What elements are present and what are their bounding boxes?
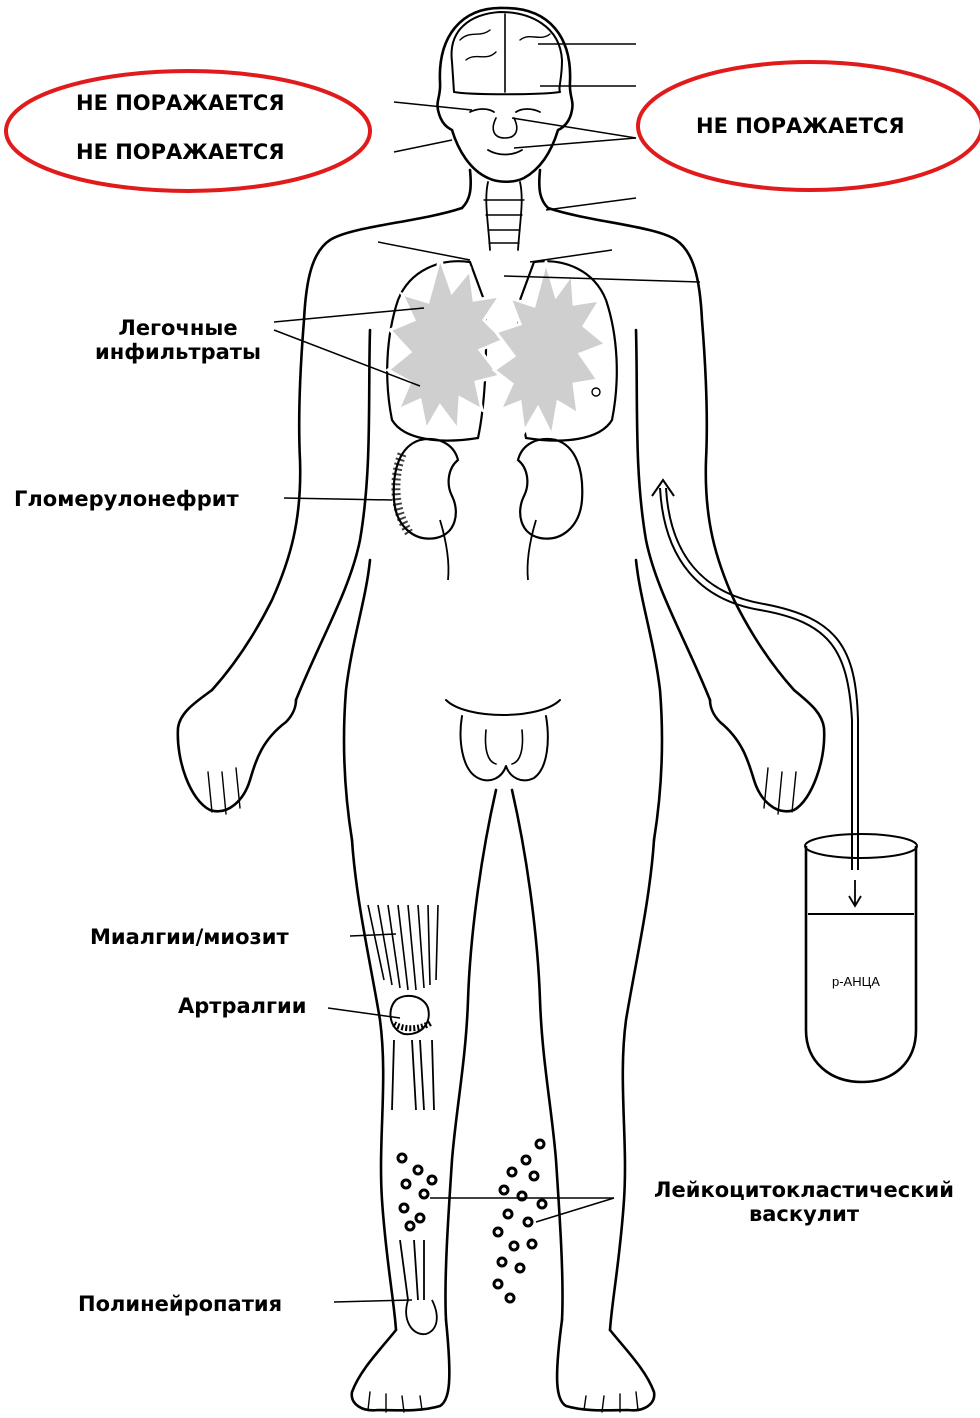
label-arthralgia: Артралгии: [178, 994, 306, 1018]
test-tube: [805, 834, 917, 1082]
label-tube: р-АНЦА: [832, 974, 880, 989]
label-not-affected-mouth: НЕ ПОРАЖАЕТСЯ: [696, 114, 905, 138]
label-polyneuropathy: Полинейропатия: [78, 1292, 282, 1316]
label-vasculitis-line1: Лейкоцитокластический: [628, 1178, 980, 1202]
label-lung-infiltrates: Легочные инфильтраты: [78, 316, 278, 364]
label-myalgia: Миалгии/миозит: [90, 925, 289, 949]
left-red-ellipse: [6, 71, 370, 191]
label-vasculitis: Лейкоцитокластический васкулит: [628, 1178, 980, 1226]
label-vasculitis-line2: васкулит: [628, 1202, 980, 1226]
catheter: [652, 480, 861, 906]
label-glomerulonephritis: Гломерулонефрит: [14, 487, 239, 511]
right-lung-lesion: [494, 262, 606, 436]
lung-lesions: [388, 258, 606, 436]
label-lung-line2: инфильтраты: [78, 340, 278, 364]
label-lung-line1: Легочные: [78, 316, 278, 340]
left-lung-lesion: [388, 258, 504, 430]
label-not-affected-nose: НЕ ПОРАЖАЕТСЯ: [76, 91, 285, 115]
vasculitis-spots: [398, 1140, 546, 1302]
leg-details: [368, 905, 438, 1334]
kidneys: [394, 439, 583, 580]
label-not-affected-ear: НЕ ПОРАЖАЕТСЯ: [76, 140, 285, 164]
leader-lines: [274, 44, 700, 1302]
